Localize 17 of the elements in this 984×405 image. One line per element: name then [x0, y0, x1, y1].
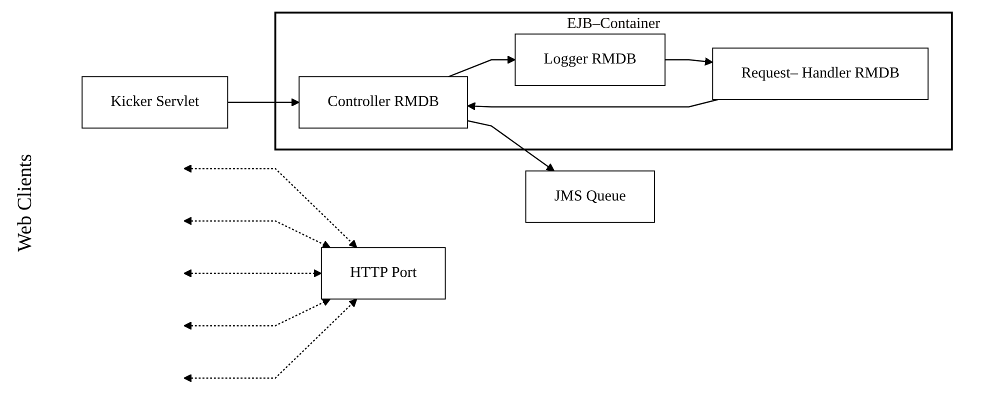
- arrow: [448, 56, 516, 78]
- arrow: [183, 298, 331, 330]
- node-box: Logger RMDB: [514, 34, 666, 86]
- arrow: [183, 216, 331, 248]
- node-box: HTTP Port: [320, 247, 446, 300]
- node-box: Controller RMDB: [298, 76, 468, 129]
- arrow: [183, 164, 358, 248]
- node-box: Kicker Servlet: [82, 76, 228, 129]
- arrow: [228, 98, 300, 107]
- side-label: Web Clients: [14, 154, 36, 252]
- arrow: [183, 298, 358, 382]
- arrow: [183, 269, 322, 278]
- arrow: [467, 98, 718, 110]
- node-box: JMS Queue: [525, 170, 655, 223]
- node-box: Request– Handler RMDB: [712, 48, 929, 100]
- arrow: [467, 120, 555, 172]
- arrow: [665, 57, 714, 66]
